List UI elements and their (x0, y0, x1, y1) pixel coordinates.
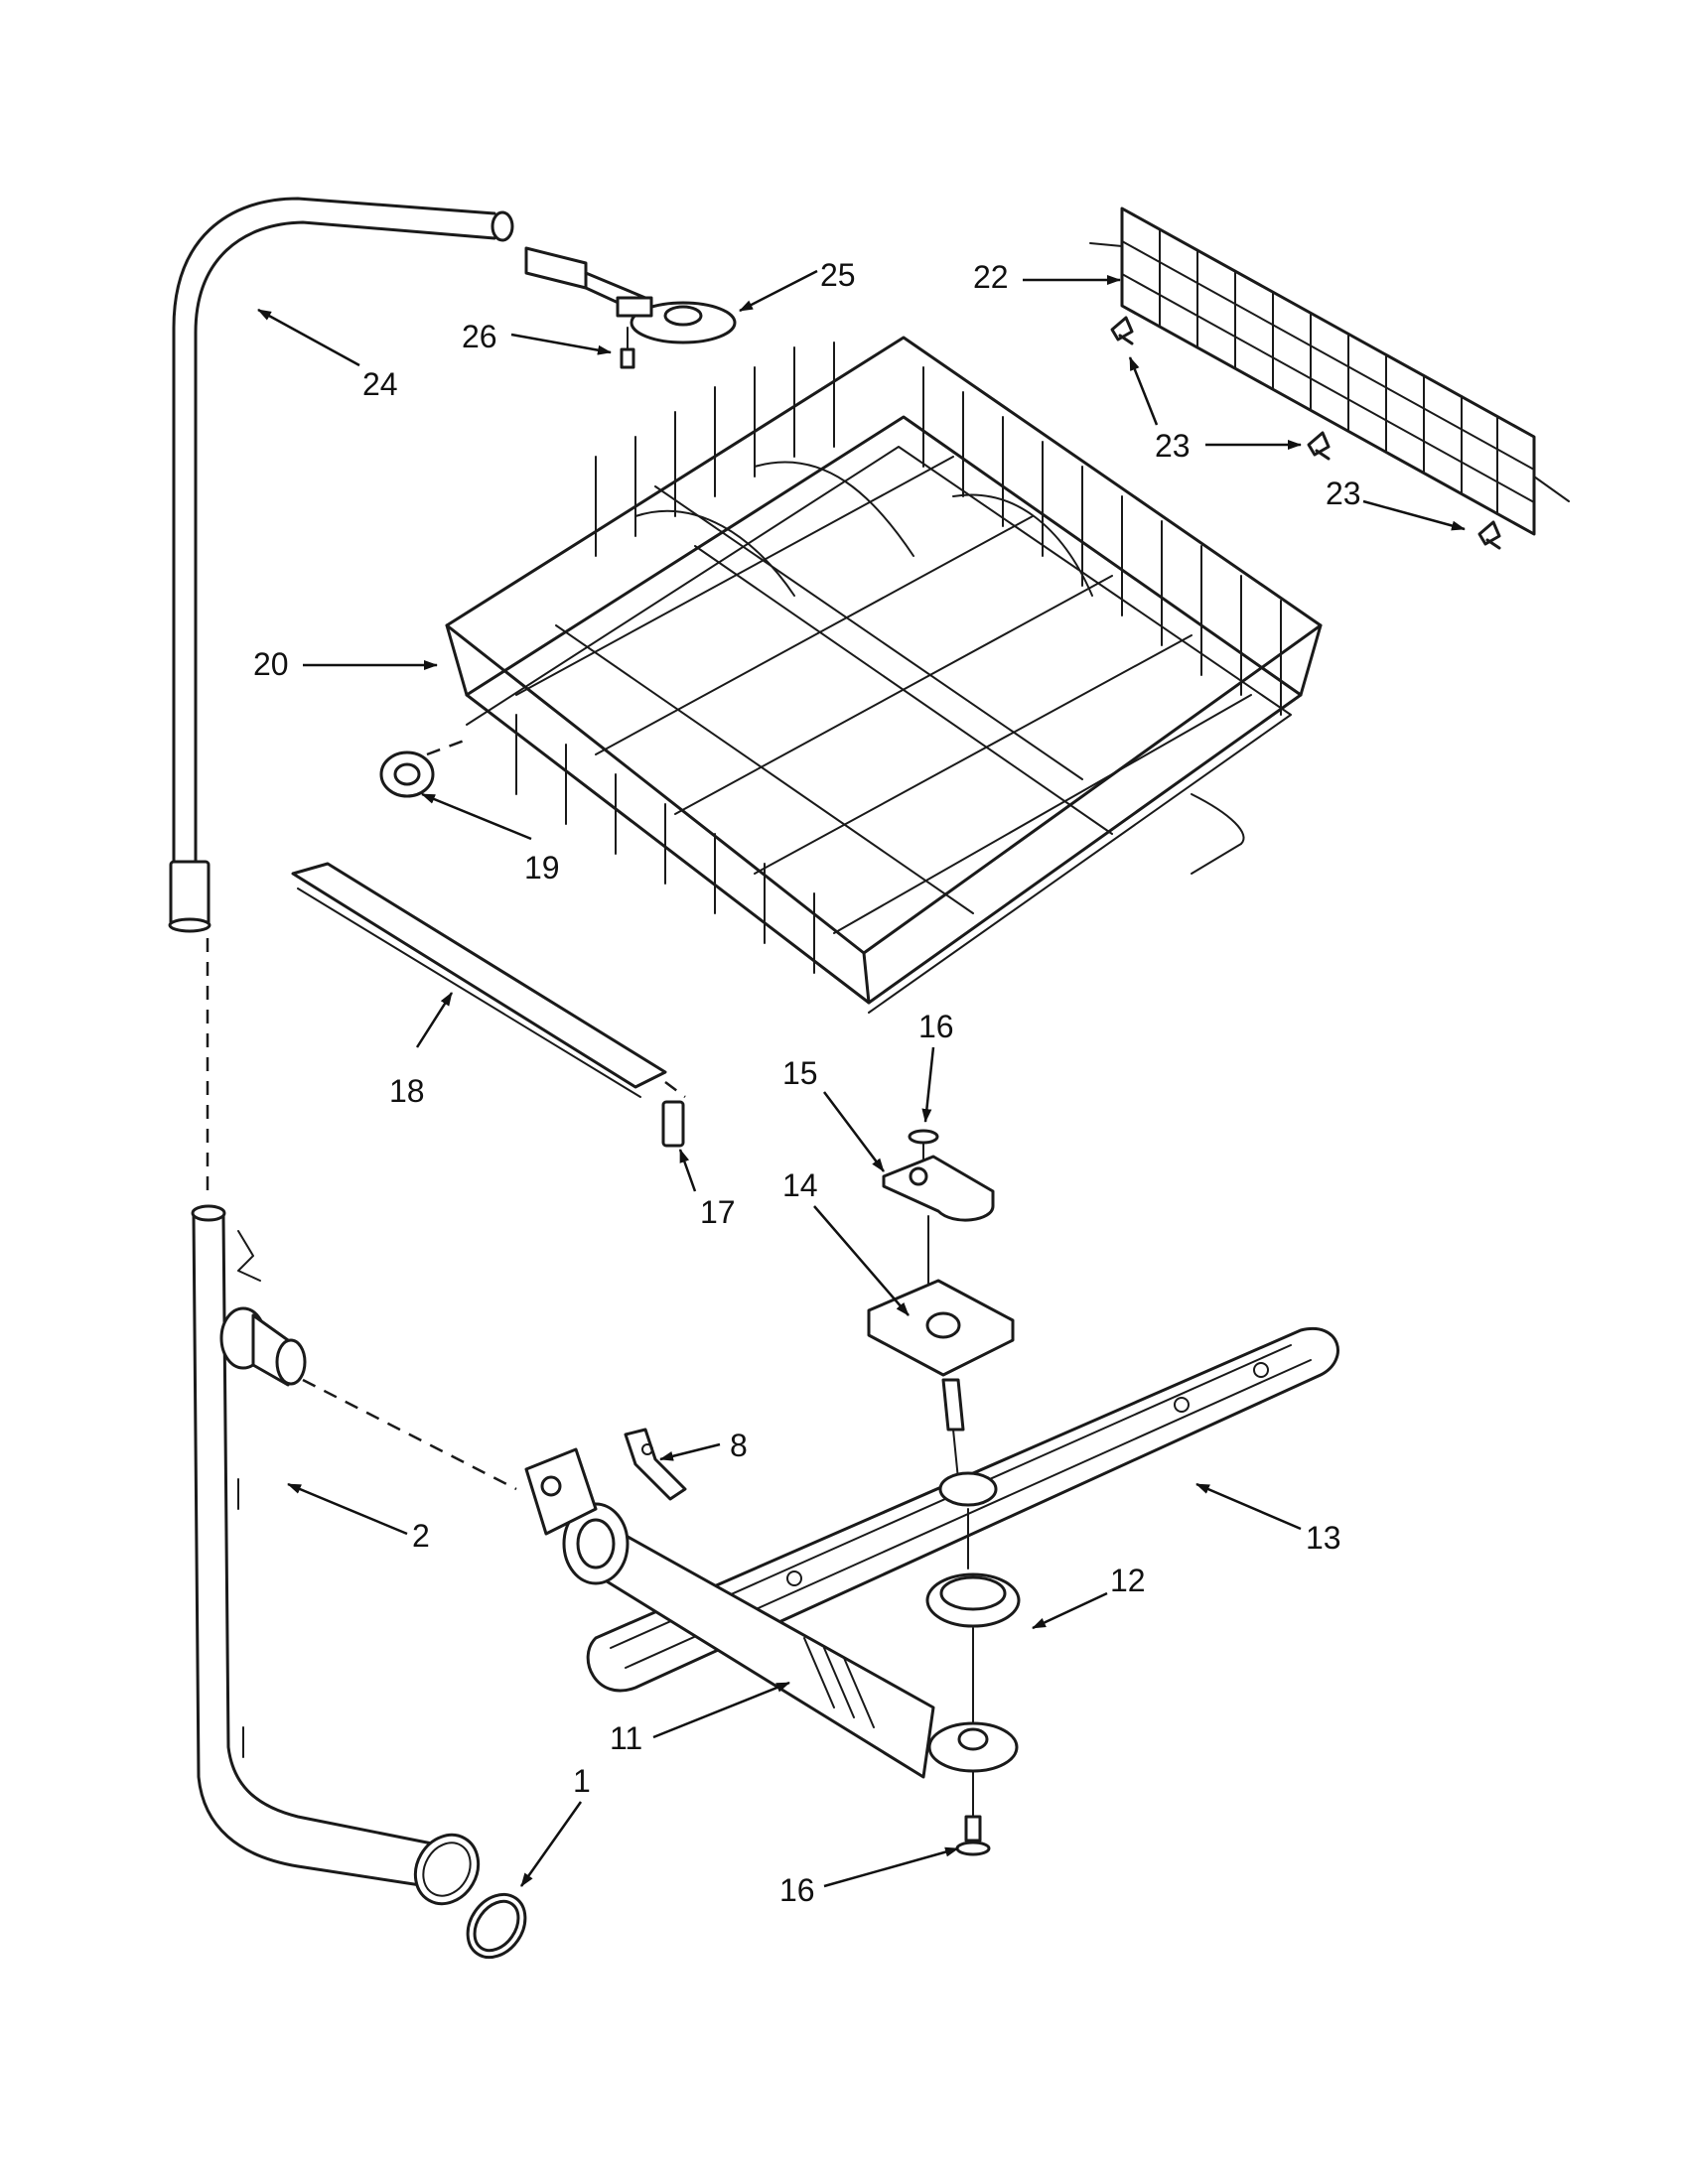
label-part-11: 11 (610, 1720, 642, 1756)
label-part-16-lower: 16 (779, 1872, 815, 1908)
leader-arrows (257, 269, 1466, 1888)
upper-nozzle-part (524, 246, 737, 369)
label-part-8: 8 (730, 1428, 748, 1463)
spray-arm-mount-part (867, 1129, 1015, 1480)
lower-tube-part (191, 938, 527, 1960)
label-part-18: 18 (389, 1073, 425, 1109)
upper-rack-part (379, 336, 1323, 1014)
label-part-13: 13 (1306, 1520, 1341, 1556)
label-part-19: 19 (524, 850, 560, 886)
label-part-2: 2 (412, 1518, 430, 1554)
label-part-24: 24 (362, 366, 398, 402)
label-part-23-b: 23 (1326, 476, 1361, 511)
lower-spray-arm-part (586, 1326, 1339, 1856)
rack-track-part (291, 862, 686, 1148)
label-part-20: 20 (253, 646, 289, 682)
callout-labels: 1 2 8 11 12 13 14 15 16 16 17 18 19 20 2… (253, 257, 1361, 1908)
label-part-22: 22 (973, 259, 1009, 295)
label-part-26: 26 (462, 319, 497, 354)
label-part-1: 1 (573, 1763, 591, 1799)
label-part-14: 14 (782, 1167, 818, 1203)
label-part-15: 15 (782, 1055, 818, 1091)
manifold-part (524, 1428, 935, 1779)
supply-tube-part (168, 197, 514, 933)
label-part-25: 25 (820, 257, 856, 293)
label-part-23-a: 23 (1155, 428, 1191, 464)
label-part-12: 12 (1110, 1563, 1146, 1598)
label-part-17: 17 (700, 1194, 736, 1230)
label-part-16-upper: 16 (918, 1009, 954, 1044)
grid-panel-part (1089, 206, 1570, 550)
